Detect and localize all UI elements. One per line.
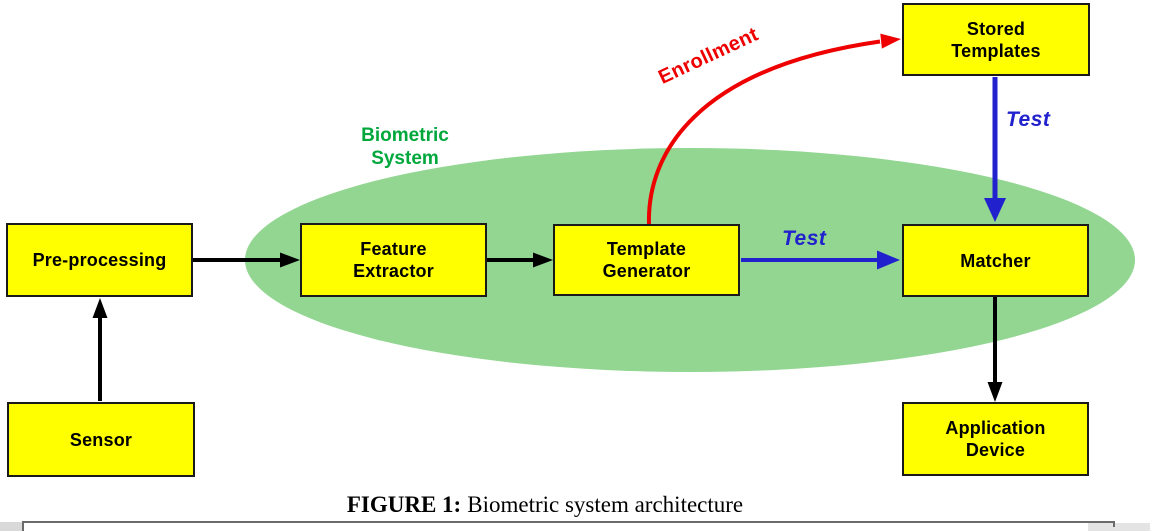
figure-caption: FIGURE 1:Biometric system architecture [0,492,1090,518]
test-label-vertical: Test [1006,108,1051,131]
test-label-horizontal: Test [782,227,827,250]
arrowhead-preprocessing-to-feature-extractor [280,252,300,268]
box-feature-extractor-label: Feature Extractor [353,239,434,281]
content-area-top-border [22,521,1115,523]
box-pre-processing-label: Pre-processing [32,250,167,270]
arrow-enrollment-template-generator-to-stored-templates [646,39,881,225]
arrowhead-test-stored-templates-to-matcher [984,198,1006,222]
box-application-device-label: Application Device [945,418,1046,460]
box-application-device: Application Device [902,402,1089,476]
arrowhead-test-template-generator-to-matcher [877,250,900,270]
content-area-right-border [1113,521,1115,527]
box-stored-templates-label: Stored Templates [951,18,1041,61]
arrowhead-feature-extractor-to-template-generator [533,252,553,268]
box-matcher-label: Matcher [960,250,1031,271]
box-template-generator-label: Template Generator [602,239,691,281]
arrowhead-sensor-to-preprocessing [92,298,108,318]
figure-caption-number: FIGURE 1: [346,492,462,517]
page-margin-block-left [0,522,22,531]
box-matcher: Matcher [902,224,1089,297]
box-template-generator: Template Generator [553,224,740,296]
biometric-system-label: Biometric System [361,125,449,169]
box-pre-processing: Pre-processing [6,223,193,297]
figure-caption-text: Biometric system architecture [467,492,744,517]
box-stored-templates: Stored Templates [902,3,1090,76]
page-margin-block-right [1088,523,1150,531]
arrowhead-matcher-to-application-device [987,382,1003,402]
box-sensor: Sensor [7,402,195,477]
content-area-left-border [22,521,24,531]
box-feature-extractor: Feature Extractor [300,223,487,297]
arrowhead-enrollment-template-generator-to-stored-templates [880,33,901,49]
box-sensor-label: Sensor [69,429,133,450]
